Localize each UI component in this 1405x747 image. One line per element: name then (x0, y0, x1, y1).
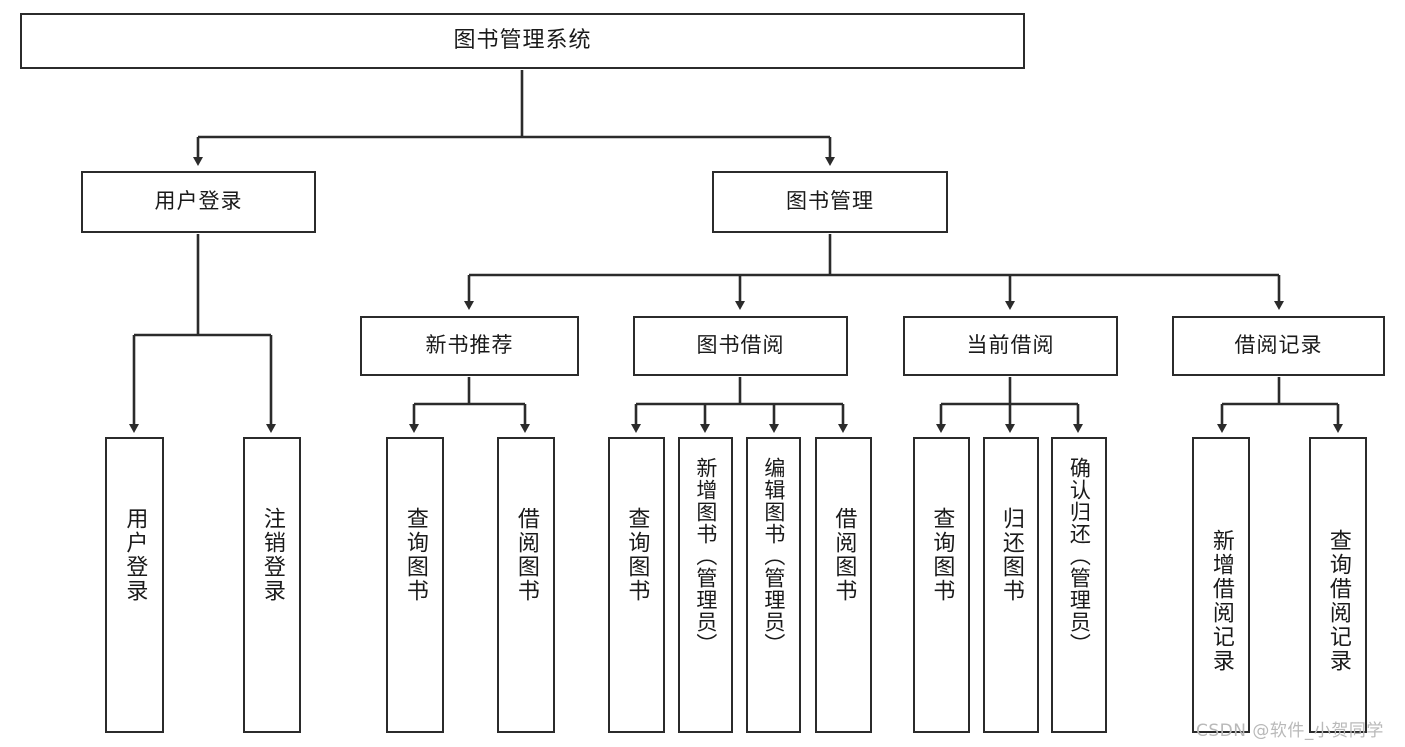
node-book-manage-label: 图书管理 (786, 189, 874, 214)
leaf-query-borrow-record[interactable]: 查询借阅记录 (1309, 437, 1367, 733)
node-book-borrow[interactable]: 图书借阅 (633, 316, 848, 376)
leaf-query-book-2[interactable]: 查询图书 (608, 437, 665, 733)
node-new-book-recommend[interactable]: 新书推荐 (360, 316, 579, 376)
leaf-logout-login-label: 注销登录 (259, 507, 285, 603)
leaf-add-book-admin-label: 新增图书（管理员） (693, 457, 718, 655)
leaf-borrow-book-2[interactable]: 借阅图书 (815, 437, 872, 733)
watermark-csdn: CSDN @软件_小贺同学 (1196, 721, 1384, 741)
node-current-borrow[interactable]: 当前借阅 (903, 316, 1118, 376)
node-user-login[interactable]: 用户登录 (81, 171, 316, 233)
leaf-edit-book-admin-label: 编辑图书（管理员） (761, 457, 786, 655)
node-borrow-record-label: 借阅记录 (1234, 333, 1323, 358)
leaf-query-book-3-label: 查询图书 (929, 507, 955, 603)
node-book-manage[interactable]: 图书管理 (712, 171, 948, 233)
node-user-login-label: 用户登录 (154, 189, 243, 214)
leaf-user-login-label: 用户登录 (122, 507, 148, 603)
leaf-query-book-2-label: 查询图书 (624, 507, 650, 603)
leaf-add-borrow-record[interactable]: 新增借阅记录 (1192, 437, 1250, 733)
node-root-label: 图书管理系统 (453, 27, 592, 53)
leaf-query-borrow-record-label: 查询借阅记录 (1325, 529, 1351, 673)
leaf-return-book[interactable]: 归还图书 (983, 437, 1039, 733)
node-borrow-record[interactable]: 借阅记录 (1172, 316, 1385, 376)
node-root[interactable]: 图书管理系统 (20, 13, 1025, 69)
leaf-borrow-book-1-label: 借阅图书 (513, 507, 539, 603)
leaf-return-book-label: 归还图书 (998, 507, 1024, 603)
node-book-borrow-label: 图书借阅 (696, 333, 785, 358)
leaf-user-login[interactable]: 用户登录 (105, 437, 164, 733)
leaf-query-book-1[interactable]: 查询图书 (386, 437, 444, 733)
leaf-confirm-return-admin-label: 确认归还（管理员） (1067, 457, 1092, 655)
leaf-borrow-book-2-label: 借阅图书 (831, 507, 857, 603)
node-current-borrow-label: 当前借阅 (966, 333, 1055, 358)
leaf-query-book-3[interactable]: 查询图书 (913, 437, 970, 733)
leaf-logout-login[interactable]: 注销登录 (243, 437, 301, 733)
leaf-edit-book-admin[interactable]: 编辑图书（管理员） (746, 437, 801, 733)
leaf-borrow-book-1[interactable]: 借阅图书 (497, 437, 555, 733)
leaf-add-book-admin[interactable]: 新增图书（管理员） (678, 437, 733, 733)
leaf-query-book-1-label: 查询图书 (402, 507, 428, 603)
node-new-book-recommend-label: 新书推荐 (425, 333, 514, 358)
leaf-add-borrow-record-label: 新增借阅记录 (1208, 529, 1234, 673)
leaf-confirm-return-admin[interactable]: 确认归还（管理员） (1051, 437, 1107, 733)
